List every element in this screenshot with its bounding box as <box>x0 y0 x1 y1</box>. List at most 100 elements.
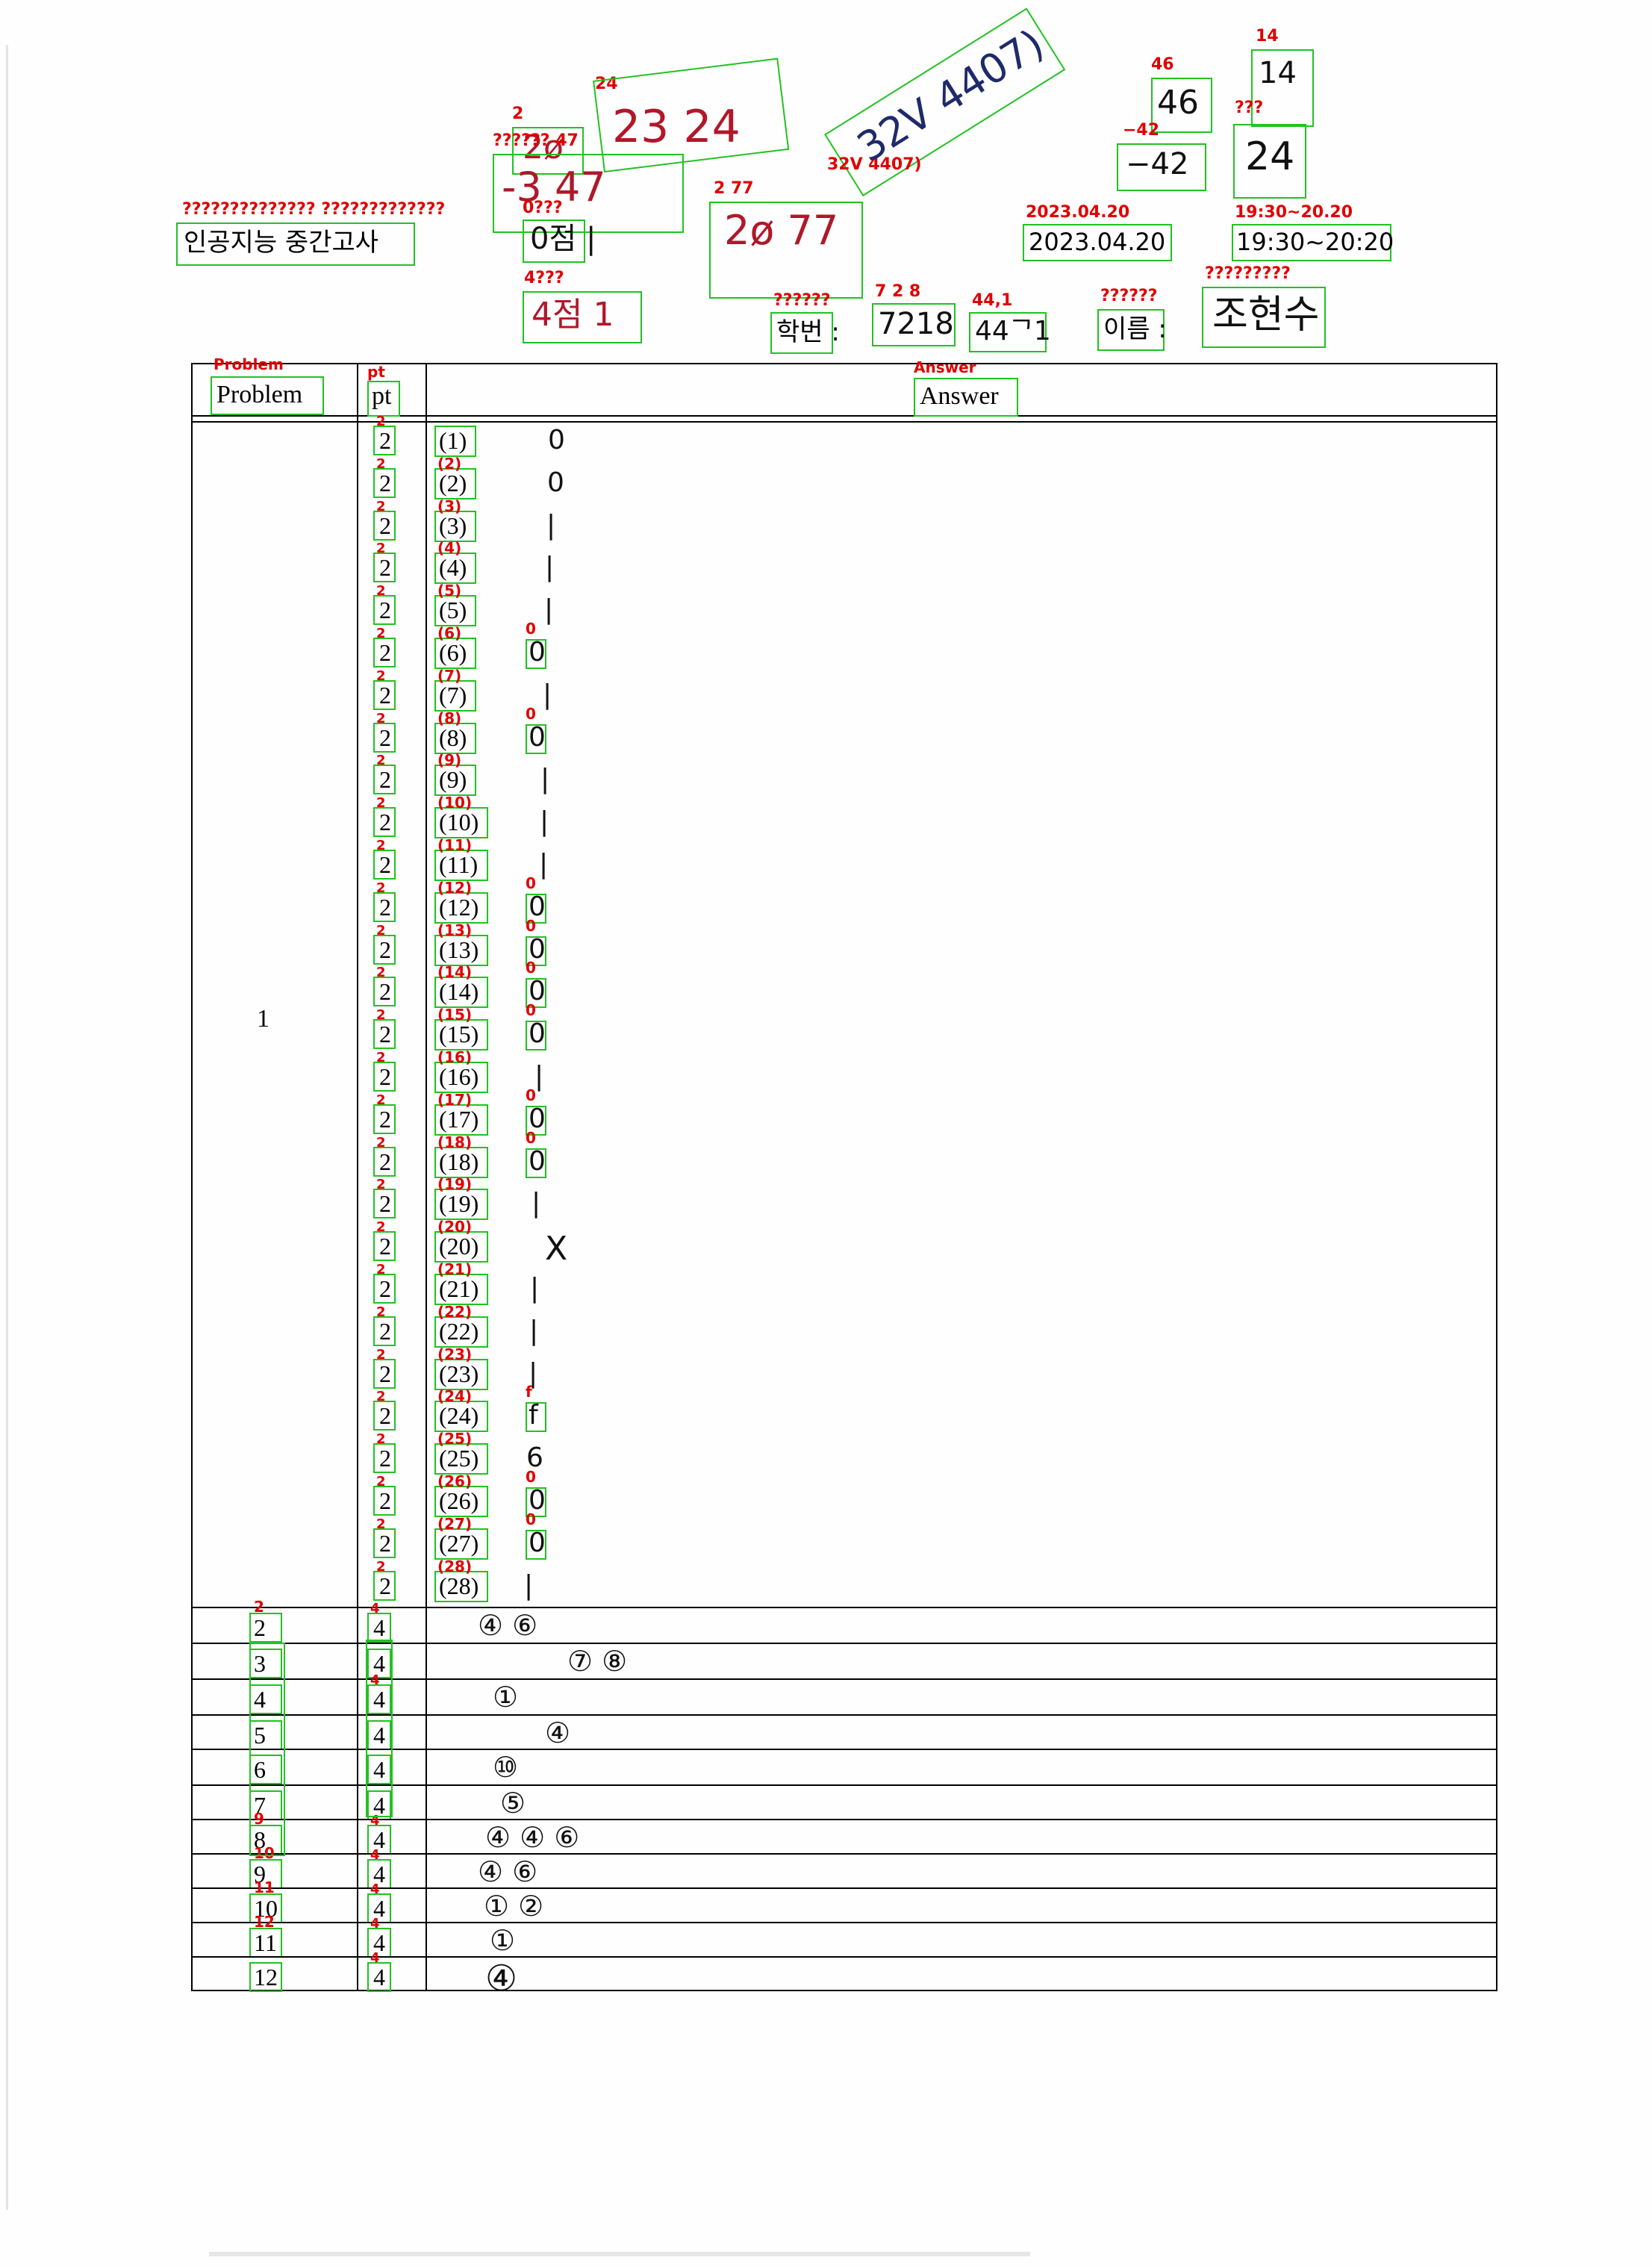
subitem-pt: 2 <box>379 639 391 666</box>
subitem-answer-caption: 0 <box>526 1086 536 1104</box>
subitem-pt-caption: 2 <box>376 456 386 472</box>
col-problem-header: Problem <box>216 381 303 408</box>
subitem-pt-caption: 2 <box>376 753 386 768</box>
subitem-label-box <box>434 892 488 924</box>
problem-number: 9 <box>254 1861 266 1887</box>
time-box <box>1232 224 1391 261</box>
problem-answer: ⑤ <box>500 1787 526 1820</box>
subitem-pt-caption: 2 <box>376 711 386 726</box>
problem-number-column-box <box>249 1643 285 1856</box>
subitem-label-box <box>434 1571 488 1602</box>
subitem-pt: 2 <box>379 894 391 921</box>
subitem-caption: (4) <box>437 539 462 557</box>
problem-pt: 4 <box>373 1929 385 1956</box>
problem-pt-caption: 4 <box>370 1950 380 1966</box>
row-divider <box>191 1887 1497 1889</box>
subitem-pt-box <box>373 850 396 880</box>
subitem-pt: 2 <box>379 1233 391 1260</box>
problem-number-caption: 12 <box>254 1913 275 1931</box>
subitem-answer-caption: 0 <box>526 1468 536 1486</box>
problem-number: 11 <box>254 1929 277 1956</box>
subitem-label-box <box>434 511 476 542</box>
subitem-answer-box <box>526 978 546 1008</box>
student-id-extra-box <box>969 312 1047 352</box>
subitem-label: (28) <box>439 1572 479 1599</box>
subitem-label: (21) <box>439 1275 479 1302</box>
subitem-answer: | <box>530 1273 540 1304</box>
problem-number: 6 <box>254 1756 266 1783</box>
subitem-pt: 2 <box>379 597 391 623</box>
subitem-answer-caption: 0 <box>526 917 536 935</box>
subitem-pt: 2 <box>379 427 391 454</box>
subitem-pt-caption: 2 <box>376 414 386 429</box>
scribble-5-caption: 2 77 <box>714 179 754 198</box>
subitem-label: (8) <box>439 724 467 751</box>
subitem-pt: 2 <box>379 1445 391 1472</box>
subitem-answer-caption: 0 <box>526 1001 536 1019</box>
subitem-answer-box <box>526 724 546 754</box>
subitem-answer-caption: 0 <box>526 1510 536 1528</box>
scribble-11: 24 <box>1245 134 1295 179</box>
scribble-5-box <box>709 202 863 299</box>
exam-date: 2023.04.20 <box>1029 228 1166 256</box>
name-value: 조현수 <box>1212 293 1320 337</box>
subitem-label: (16) <box>439 1063 479 1090</box>
subitem-answer-caption: 0 <box>526 874 536 892</box>
name-value-caption: ????????? <box>1205 264 1291 283</box>
problem-pt: 4 <box>373 1722 385 1749</box>
subitem-answer-box <box>526 1021 546 1050</box>
exam-title: 인공지능 중간고사 <box>184 228 379 258</box>
subitem-answer-box <box>526 1148 546 1178</box>
problem-number: 3 <box>254 1650 266 1677</box>
subitem-label: (25) <box>439 1445 479 1472</box>
subitem-label: (24) <box>439 1402 479 1429</box>
subitem-pt-box <box>373 977 396 1006</box>
subitem-pt-caption: 2 <box>376 965 386 980</box>
subitem-caption: (17) <box>437 1091 473 1109</box>
subitem-answer: X <box>545 1230 568 1268</box>
subitem-label-box <box>434 977 488 1008</box>
subitem-pt-box <box>373 511 396 541</box>
subitem-caption: (8) <box>437 709 462 727</box>
problem-number: 7 <box>254 1792 266 1819</box>
row-divider <box>191 1678 1497 1680</box>
subitem-caption: (10) <box>437 794 473 812</box>
subitem-pt: 2 <box>379 1360 391 1387</box>
subitem-answer-caption: 0 <box>526 620 536 638</box>
subitem-answer: | <box>545 552 555 582</box>
exam-title-box <box>176 222 415 266</box>
subitem-label-box <box>434 638 476 669</box>
problem-pt: 4 <box>373 1861 385 1887</box>
problem-answer: ① <box>490 1924 516 1957</box>
subitem-label-box <box>434 1486 488 1517</box>
scribble-11-box <box>1233 124 1306 199</box>
scribble-2-caption: 24 <box>595 75 618 93</box>
subitem-label-box <box>434 468 476 499</box>
subitem-label: (10) <box>439 809 479 835</box>
subitem-answer: f <box>529 1400 538 1431</box>
subitem-pt-caption: 2 <box>376 1050 386 1065</box>
subitem-label-box <box>434 1062 488 1093</box>
problem-pt-box <box>367 1755 391 1784</box>
subitem-pt: 2 <box>379 1190 391 1217</box>
col-pt-box <box>367 381 400 417</box>
problem-number-caption: 11 <box>254 1879 275 1896</box>
subitem-answer: | <box>544 594 554 625</box>
subitem-label: (4) <box>439 554 467 581</box>
scribble-1: 2ø <box>523 128 564 166</box>
page-edge-shadow <box>6 45 8 2210</box>
subitem-caption: (19) <box>437 1175 473 1193</box>
subitem-answer-box <box>526 1487 546 1517</box>
subitem-answer: 0 <box>529 637 546 667</box>
problem-1-number: 1 <box>257 1005 269 1033</box>
subitem-caption: (2) <box>437 455 462 473</box>
subitem-caption: (6) <box>437 624 462 642</box>
problem-answer: ④ <box>545 1716 571 1749</box>
scribble-6-box <box>523 220 585 263</box>
subitem-pt: 2 <box>379 1487 391 1514</box>
scribble-11-caption: ??? <box>1235 99 1264 117</box>
subitem-pt-caption: 2 <box>376 1474 386 1490</box>
subitem-caption: (21) <box>437 1260 473 1278</box>
subitem-pt-box <box>373 807 396 837</box>
problem-pt: 4 <box>373 1650 385 1677</box>
